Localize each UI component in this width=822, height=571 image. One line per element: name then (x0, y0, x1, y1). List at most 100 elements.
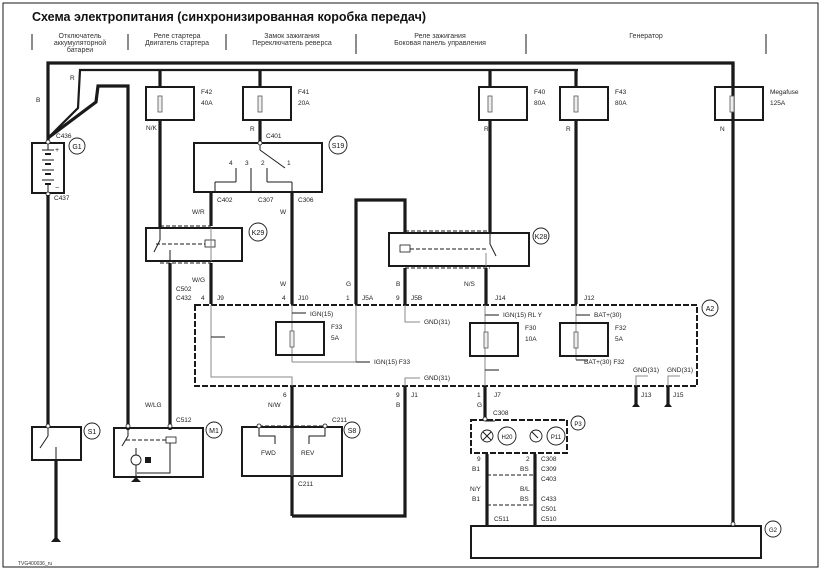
battery-isolator-s1 (31, 423, 82, 461)
fuse-element-icon (729, 95, 735, 113)
connector-c309: C309 (541, 466, 557, 473)
fuse-f33-rating: 5A (331, 335, 340, 342)
wire-color-nw: N/W (268, 402, 282, 409)
s19-pin-3: 3 (245, 160, 249, 167)
relay-coil-icon (204, 239, 216, 248)
relay-contact-icon (153, 239, 161, 253)
pin-j14: J14 (495, 295, 506, 302)
pin-j15: J15 (673, 392, 684, 399)
component-marker-a2 (701, 299, 719, 317)
pin-j1: J1 (411, 392, 418, 399)
pin-number-6: 6 (283, 392, 287, 399)
component-id-g1: G1 (72, 144, 81, 151)
wire-color-g-j7: G (477, 402, 482, 409)
connector-c403: C403 (541, 476, 557, 483)
solenoid-coil-icon (165, 436, 177, 444)
component-marker-g1 (68, 137, 86, 155)
wire-color-wg: W/G (192, 277, 205, 284)
component-id-p3: P3 (574, 422, 582, 428)
wire-color-b1-2: B1 (472, 496, 480, 503)
connector-c432: C432 (176, 295, 192, 302)
signal-fwd: FWD (261, 450, 276, 457)
connector-c211-top: C211 (332, 417, 347, 424)
connector-c512: C512 (176, 417, 192, 424)
component-id-s1: S1 (88, 429, 97, 436)
pin-j5b: J5B (411, 295, 422, 302)
wire-color-bs: BS (520, 466, 529, 473)
component-marker-k28 (532, 227, 550, 245)
fuse-output-wires (158, 120, 578, 304)
fuse-f32: F32 5A (559, 322, 627, 357)
signal-rev: REV (301, 450, 315, 457)
fuse-f43-rating: 80A (615, 100, 627, 107)
section-headers: Отключатель аккумуляторной батареи Реле … (54, 33, 663, 54)
signal-ign15-f33: IGN(15) F33 (374, 359, 411, 366)
wire-color-nk: N/K (146, 125, 158, 132)
fuse-megafuse-name: Megafuse (770, 89, 799, 96)
wire-color-ny: N/Y (470, 486, 482, 493)
fuse-f33-name: F33 (331, 324, 343, 331)
connector-pin-c436 (45, 139, 51, 145)
component-marker-s8 (343, 421, 361, 439)
fuse-element-icon (573, 331, 579, 349)
section-header-1-line-3: батареи (67, 46, 93, 54)
pin-j9: J9 (217, 295, 224, 302)
pin-j5a: J5A (362, 295, 374, 302)
wire-color-n-mega: N (720, 126, 725, 133)
section-header-4-line-2: Боковая панель управления (394, 40, 486, 47)
fuse-f40-name: F40 (534, 89, 546, 96)
component-id-g2: G2 (769, 528, 778, 534)
bus-wires (46, 61, 735, 525)
component-marker-k29 (248, 222, 268, 242)
section-header-2-line-1: Реле стартера (153, 33, 200, 40)
fuse-element-icon (487, 95, 493, 113)
fuse-element-icon (483, 331, 489, 349)
pin-number-9a: 9 (396, 295, 400, 302)
wire-color-b-left: B (36, 97, 40, 104)
wire-color-wlg: W/LG (145, 402, 162, 409)
section-header-2-line-2: Двигатель стартера (145, 40, 209, 47)
section-header-3-line-2: Переключатель реверса (252, 40, 332, 47)
fuse-f32-rating: 5A (615, 336, 624, 343)
signal-gnd31-j15: GND(31) (667, 367, 693, 374)
connector-c308-bottom: C308 (541, 456, 557, 463)
pin-number-4b: 4 (282, 295, 286, 302)
wire-color-bs-2: BS (520, 496, 529, 503)
ground-icon (664, 402, 672, 407)
switch-contact-icon (39, 435, 49, 449)
motor-icon (130, 454, 142, 466)
connector-c308-top: C308 (493, 410, 509, 417)
pin-j10: J10 (298, 295, 309, 302)
component-id-h20: H20 (501, 435, 513, 441)
diagram-title: Схема электропитания (синхронизированная… (32, 10, 426, 24)
pin-j7: J7 (494, 392, 501, 399)
wire-color-b-j1: B (396, 402, 400, 409)
connector-c211-bottom: C211 (298, 481, 313, 488)
fuse-f42-name: F42 (201, 89, 213, 96)
fuse-element-icon (157, 95, 163, 113)
wire-color-g: G (346, 281, 351, 288)
p3-to-g2-wires (485, 454, 537, 526)
section-header-1-line-2: аккумуляторной (54, 39, 106, 47)
wire-color-w2: W (280, 281, 287, 288)
figure-code: TVG400036_ru (18, 561, 52, 567)
reverse-switch-s8 (241, 423, 343, 477)
connector-c401: C401 (266, 133, 282, 140)
wire-color-b1: B1 (472, 466, 480, 473)
wire-color-ns: N/S (464, 281, 476, 288)
fuse-f30-rating: 10A (525, 336, 537, 343)
fuse-f43-name: F43 (615, 89, 627, 96)
connector-c510: C510 (541, 516, 557, 523)
fuse-f41-rating: 20A (298, 100, 310, 107)
instrument-cluster-p3 (470, 416, 568, 454)
battery-cells-icon (42, 143, 54, 193)
relay-contact-icon (121, 435, 129, 447)
section-dividers (31, 34, 767, 54)
connector-c436: C436 (56, 133, 72, 140)
fuse-f30-name: F30 (525, 325, 537, 332)
pin-number-1b: 1 (477, 392, 481, 399)
starter-relay-k29 (145, 225, 243, 264)
pin-number-4a: 4 (201, 295, 205, 302)
